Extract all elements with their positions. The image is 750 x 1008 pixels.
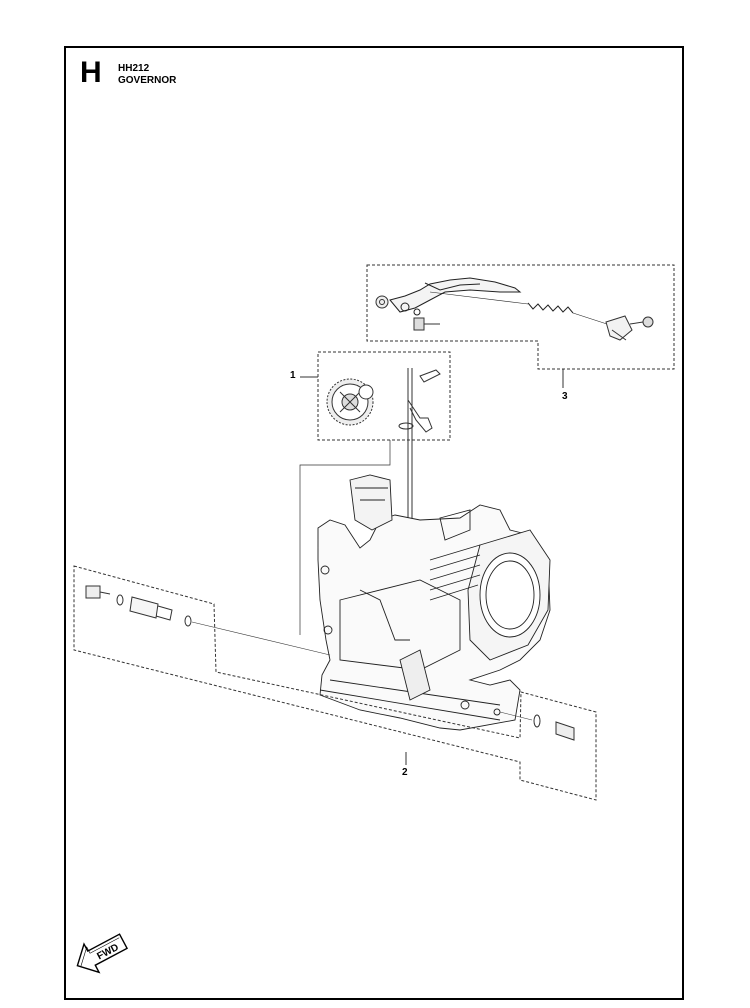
bracket-part <box>605 315 654 341</box>
callout-2: 2 <box>402 767 408 778</box>
group-3-box <box>366 264 675 370</box>
governor-lever <box>389 277 522 316</box>
callout-3: 3 <box>562 391 568 402</box>
governor-gear <box>326 378 374 426</box>
page-title: GOVERNOR <box>118 75 177 86</box>
governor-shaft <box>398 368 441 520</box>
drain-plug-left <box>85 585 331 656</box>
governor-spring <box>429 291 611 326</box>
group-2-box <box>73 565 597 801</box>
callout-1: 1 <box>290 370 296 381</box>
crankcase <box>317 474 551 731</box>
bolt-part <box>413 317 440 331</box>
section-letter: H <box>80 56 102 89</box>
model-number: HH212 <box>118 63 150 74</box>
page-frame <box>64 46 684 1000</box>
drain-plug-right <box>499 711 575 741</box>
fwd-arrow-icon: FWD <box>76 933 129 974</box>
nut-part <box>375 295 389 309</box>
group-1-box <box>317 351 451 441</box>
